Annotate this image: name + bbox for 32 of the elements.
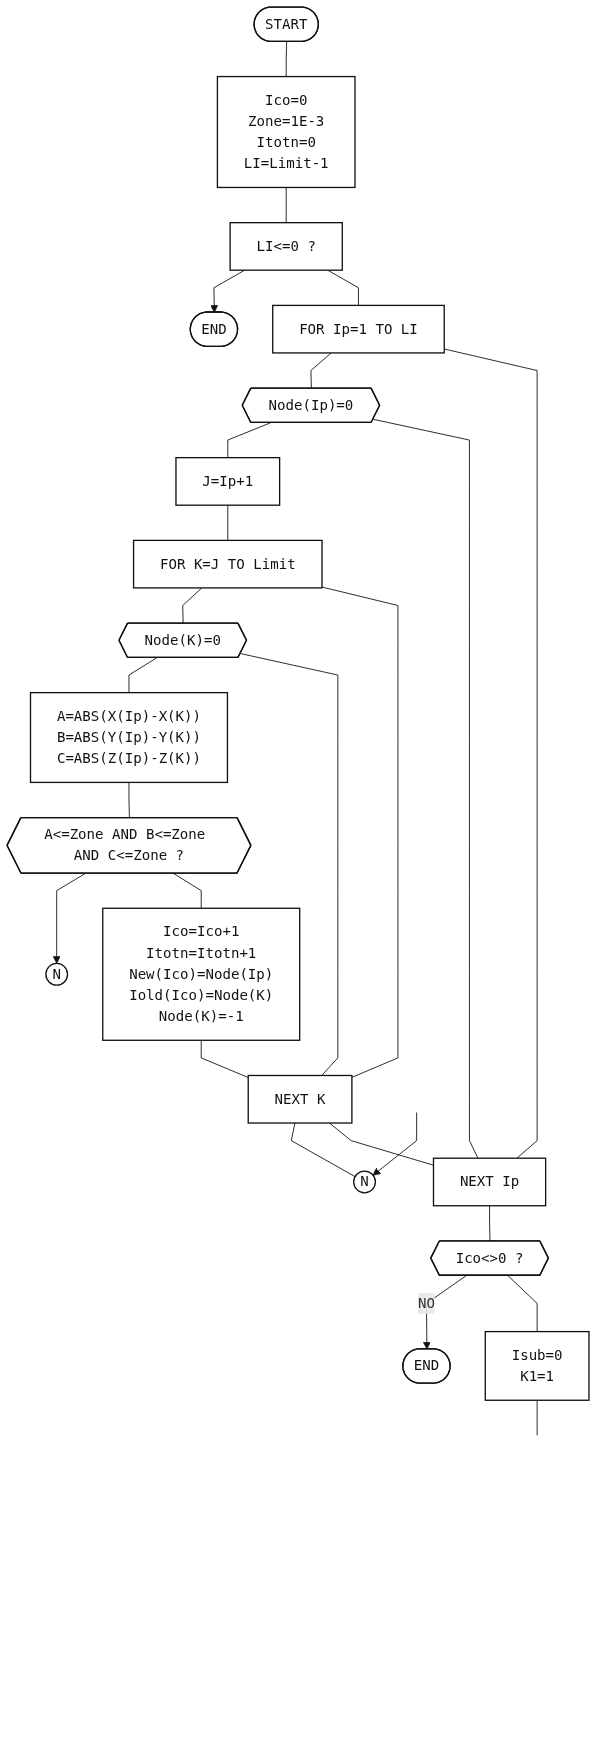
connector	[290, 1122, 356, 1178]
node-box: Isub=0 K1=1	[484, 1330, 590, 1401]
node-circle: N	[45, 962, 69, 986]
connector	[310, 352, 332, 389]
node-box: NEXT Ip	[432, 1157, 547, 1207]
node-box: Ico=Ico+1 Itotn=Itotn+1 New(Ico)=Node(Ip) Iold(Ico)=Node(K) Node(K)=-1	[102, 907, 301, 1041]
node-box: FOR Ip=1 TO LI	[272, 304, 445, 354]
edge-label: NO	[418, 1294, 435, 1312]
connector	[227, 422, 271, 459]
connector	[182, 587, 203, 624]
node-box: Ico=0 Zone=1E-3 Itotn=0 LI=Limit-1	[216, 75, 356, 189]
connector	[173, 873, 202, 909]
connector	[285, 41, 288, 77]
node-box: FOR K=J TO Limit	[132, 539, 323, 589]
connector	[328, 1122, 434, 1166]
connector	[227, 504, 229, 541]
connector	[200, 1039, 249, 1078]
node-box: LI<=0 ?	[229, 222, 343, 271]
connector	[507, 1275, 538, 1333]
node-box: J=Ip+1	[175, 457, 281, 506]
node-circle: N	[353, 1170, 377, 1194]
connector	[372, 418, 479, 1159]
node-box: A=ABS(X(Ip)-X(K)) B=ABS(Y(Ip)-Y(K)) C=ABS(Z(Ip)-Z(K))	[29, 692, 229, 784]
connector	[128, 657, 158, 694]
connector	[128, 781, 130, 819]
connector	[321, 586, 399, 1078]
connector	[240, 653, 339, 1076]
node-box: NEXT K	[247, 1074, 353, 1124]
connector	[536, 1399, 538, 1436]
connector	[285, 187, 287, 224]
connector	[327, 269, 359, 306]
connector	[489, 1205, 491, 1242]
